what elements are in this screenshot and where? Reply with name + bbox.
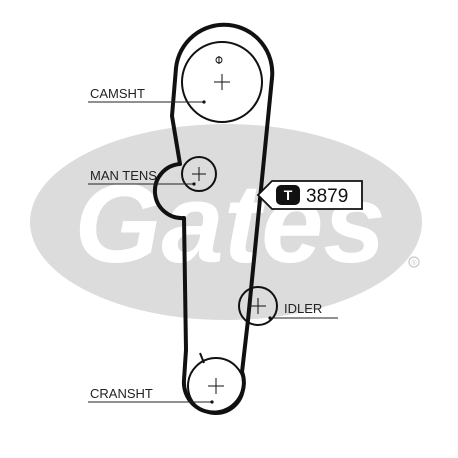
center-cross-icon bbox=[208, 378, 224, 394]
timing-belt bbox=[153, 22, 275, 415]
crankshaft-pulley bbox=[187, 352, 245, 415]
center-cross-icon bbox=[214, 74, 230, 90]
watermark-oval bbox=[30, 124, 422, 320]
camshaft-label: CAMSHT bbox=[90, 86, 145, 101]
tag-symbol: T bbox=[284, 187, 293, 203]
idler-label: IDLER bbox=[284, 301, 322, 316]
tag-symbol-badge bbox=[276, 185, 300, 205]
timing-mark-icon bbox=[215, 56, 223, 64]
manual-tensioner-label: MAN TENS bbox=[90, 168, 157, 183]
idler-pulley bbox=[238, 286, 278, 326]
manual-tensioner-pulley bbox=[181, 156, 217, 192]
timing-mark-icon bbox=[199, 352, 205, 364]
camshaft-pulley bbox=[181, 41, 263, 123]
svg-text:®: ® bbox=[411, 259, 417, 267]
registered-mark: ® bbox=[408, 256, 420, 268]
leader-lines bbox=[88, 100, 338, 404]
belt-code-tag: T 3879 bbox=[256, 180, 363, 210]
center-cross-icon bbox=[250, 298, 266, 314]
crankshaft-label: CRANSHT bbox=[90, 386, 153, 401]
belt-code: 3879 bbox=[306, 186, 348, 207]
center-cross-icon bbox=[192, 167, 206, 181]
gates-watermark-logo: Gates ® bbox=[30, 124, 422, 320]
